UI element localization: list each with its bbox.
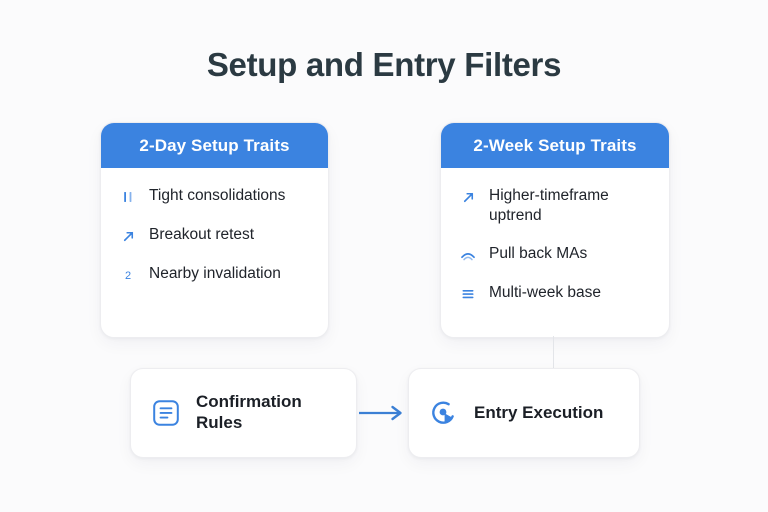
trait-label: Tight consolidations — [149, 187, 286, 204]
trait-label: Multi-week base — [489, 283, 601, 301]
target-play-icon — [429, 398, 459, 428]
arrow-up-right-icon — [119, 226, 137, 246]
page-title: Setup and Entry Filters — [206, 46, 562, 83]
trait-row: Pull back MAs — [455, 244, 655, 265]
trait-row: Breakout retest — [115, 225, 314, 246]
trait-row: 2 Nearby invalidation — [115, 264, 314, 285]
card-header-two-day: 2-Day Setup Traits — [101, 123, 328, 168]
card-body-two-week: Higher-timeframe uptrend Pull back MAs — [441, 168, 669, 314]
trait-row: Tight consolidations — [115, 186, 314, 207]
card-confirmation-rules: Confirmation Rules — [130, 368, 357, 458]
trait-row: Higher-timeframe uptrend — [455, 186, 655, 226]
document-lines-icon — [151, 398, 181, 428]
trait-label: Higher-timeframe uptrend — [489, 187, 609, 224]
wave-arc-icon — [459, 245, 477, 265]
trait-label: Pull back MAs — [489, 244, 588, 262]
card-two-day-setup-traits: 2-Day Setup Traits Tight consolidations — [100, 122, 329, 338]
number-two-icon: 2 — [119, 265, 137, 285]
card-body-two-day: Tight consolidations Breakout retest 2 — [101, 168, 328, 295]
card-two-week-setup-traits: 2-Week Setup Traits Higher-timeframe upt… — [440, 122, 670, 338]
list-lines-icon — [459, 284, 477, 304]
trait-label: Nearby invalidation — [149, 265, 281, 282]
card-entry-execution: Entry Execution — [408, 368, 640, 458]
card-header-two-week: 2-Week Setup Traits — [441, 123, 669, 168]
entry-execution-label: Entry Execution — [474, 402, 604, 422]
confirmation-rules-label: Confirmation Rules — [196, 392, 302, 432]
connector-line-vertical — [553, 336, 554, 369]
arrow-up-right-icon — [459, 187, 477, 207]
tight-range-icon — [119, 187, 137, 207]
trait-row: Multi-week base — [455, 283, 655, 304]
connector-arrow-right — [359, 405, 402, 421]
svg-text:2: 2 — [125, 270, 131, 282]
trait-label: Breakout retest — [149, 226, 255, 243]
